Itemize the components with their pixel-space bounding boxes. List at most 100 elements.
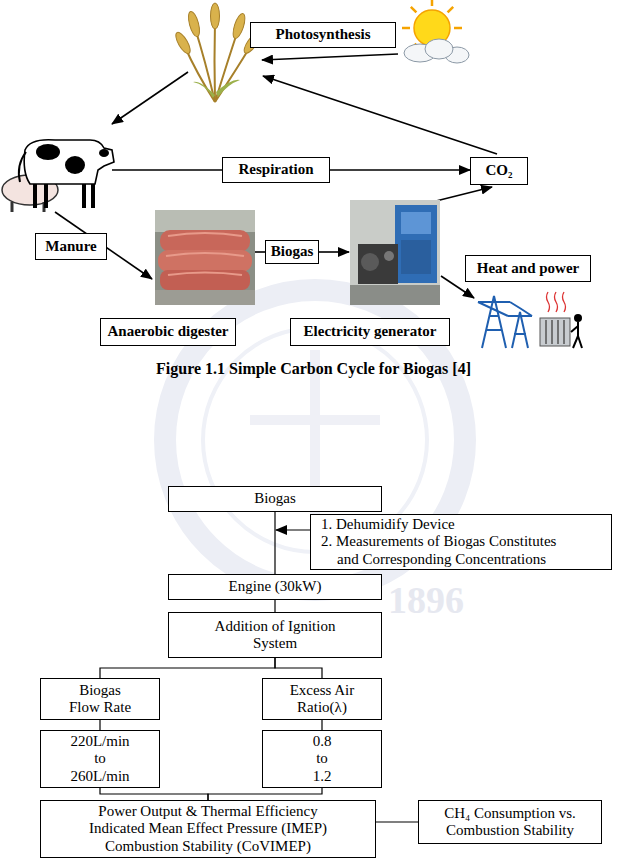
- box-text: Biogas: [271, 243, 314, 260]
- flow-arrow: [112, 72, 188, 124]
- sun-cloud-icon: [402, 0, 469, 63]
- heat-power-icon: [571, 322, 582, 348]
- livestock-icon: [35, 184, 93, 208]
- connector: [100, 658, 275, 678]
- flow-arrow: [262, 54, 398, 60]
- wheat-icon: [186, 10, 201, 37]
- digester-photo: [155, 210, 255, 305]
- digester-photo: [155, 210, 255, 232]
- box-text: Anaerobic digester: [108, 323, 229, 340]
- note-box: 1. Dehumidify Device2. Measurements of B…: [310, 514, 612, 570]
- box-text: Combustion Stability (CoVIMEP): [105, 838, 311, 855]
- heat-power-icon: [508, 312, 532, 348]
- box-text: Heat and power: [477, 260, 580, 277]
- livestock-icon: [33, 184, 37, 208]
- heat-power-icon: [478, 302, 532, 316]
- box-text: Biogas Flow Rate: [66, 682, 134, 717]
- digester-photo: [166, 233, 244, 275]
- box-text: CO₂: [486, 162, 513, 179]
- label-box: Biogas: [265, 240, 319, 264]
- sun-cloud-icon: [454, 27, 462, 30]
- connector: [208, 788, 322, 800]
- box-text: 1. Dehumidify Device: [321, 516, 455, 533]
- livestock-icon: [91, 184, 95, 208]
- box-text: Photosynthesis: [275, 26, 370, 43]
- figure-caption: Figure 1.1 Simple Carbon Cycle for Bioga…: [0, 360, 627, 378]
- heat-power-icon: [574, 314, 582, 322]
- connector: [274, 600, 275, 612]
- flow-arrow: [255, 251, 265, 253]
- livestock-icon: [19, 152, 26, 182]
- sun-cloud-icon: [402, 27, 410, 30]
- livestock-icon: [2, 140, 114, 212]
- connector: [274, 512, 275, 574]
- result-box: Power Output & Thermal EfficiencyIndicat…: [40, 800, 376, 858]
- livestock-icon: [82, 184, 86, 208]
- livestock-icon: [36, 144, 60, 160]
- connector: [330, 169, 470, 171]
- heat-power-icon: [563, 320, 565, 344]
- flow-arrow: [112, 169, 222, 171]
- connector: [376, 821, 418, 822]
- heat-power-icon: [546, 320, 564, 344]
- connector: [275, 658, 322, 678]
- range-box: 220L/min to 260L/min: [40, 730, 160, 788]
- label-box: CO₂: [470, 157, 528, 185]
- process-box: Addition of Ignition System: [168, 612, 382, 658]
- box-text: 220L/min to 260L/min: [69, 733, 131, 785]
- heat-power-icon: [478, 292, 582, 348]
- connector: [100, 788, 208, 800]
- generator-photo: [384, 251, 394, 261]
- wheat-icon: [173, 3, 262, 102]
- generator-photo: [395, 205, 437, 283]
- parameter-box: Excess Air Ratio(λ): [262, 678, 382, 720]
- box-text: Engine (30kW): [229, 578, 322, 595]
- box-text: Biogas: [254, 490, 296, 507]
- label-box: Respiration: [222, 157, 330, 183]
- generator-photo: [361, 253, 379, 271]
- box-text: CH₄ Consumption vs. Combustion Stability: [435, 805, 585, 840]
- wheat-icon: [195, 28, 215, 102]
- label-box: Electricity generator: [290, 318, 450, 346]
- box-text: Addition of Ignition System: [200, 618, 350, 653]
- generator-photo: [350, 285, 440, 305]
- wheat-icon: [231, 12, 248, 40]
- sun-cloud-icon: [448, 7, 454, 13]
- wheat-icon: [215, 47, 250, 102]
- box-text: Indicated Mean Effect Pressure (IMEP): [89, 820, 327, 837]
- generator-photo: [358, 244, 398, 284]
- livestock-icon: [65, 156, 85, 174]
- digester-photo: [155, 210, 255, 305]
- connector: [99, 720, 100, 730]
- generator-photo: [350, 200, 440, 305]
- generator-photo: [350, 200, 440, 305]
- flow-arrow: [263, 76, 497, 154]
- connector: [321, 720, 322, 730]
- injection-arrow: [276, 530, 310, 531]
- heat-power-icon: [540, 318, 570, 346]
- label-box: Manure: [35, 233, 107, 260]
- sun-cloud-icon: [425, 39, 453, 59]
- generator-photo: [401, 212, 431, 234]
- result-box: CH₄ Consumption vs. Combustion Stability: [418, 800, 602, 844]
- box-text: Manure: [45, 238, 96, 255]
- livestock-icon: [11, 202, 14, 212]
- watermark-text: 1896: [388, 578, 464, 622]
- livestock-icon: [99, 149, 109, 157]
- process-box: Engine (30kW): [168, 574, 382, 600]
- range-box: 0.8 to 1.2: [262, 730, 382, 788]
- box-text: Respiration: [239, 161, 314, 178]
- wheat-icon: [193, 82, 215, 98]
- label-box: Photosynthesis: [250, 22, 396, 48]
- livestock-icon: [44, 184, 48, 208]
- box-text: 2. Measurements of Biogas Constitutes an…: [321, 533, 571, 568]
- box-text: Power Output & Thermal Efficiency: [98, 803, 317, 820]
- heat-power-icon: [478, 296, 532, 348]
- heat-power-icon: [557, 320, 559, 344]
- box-text: 0.8 to 1.2: [307, 733, 337, 785]
- wheat-icon: [214, 20, 217, 102]
- digester-photo: [155, 290, 255, 305]
- flow-arrow: [319, 251, 349, 253]
- heat-power-icon: [547, 292, 566, 312]
